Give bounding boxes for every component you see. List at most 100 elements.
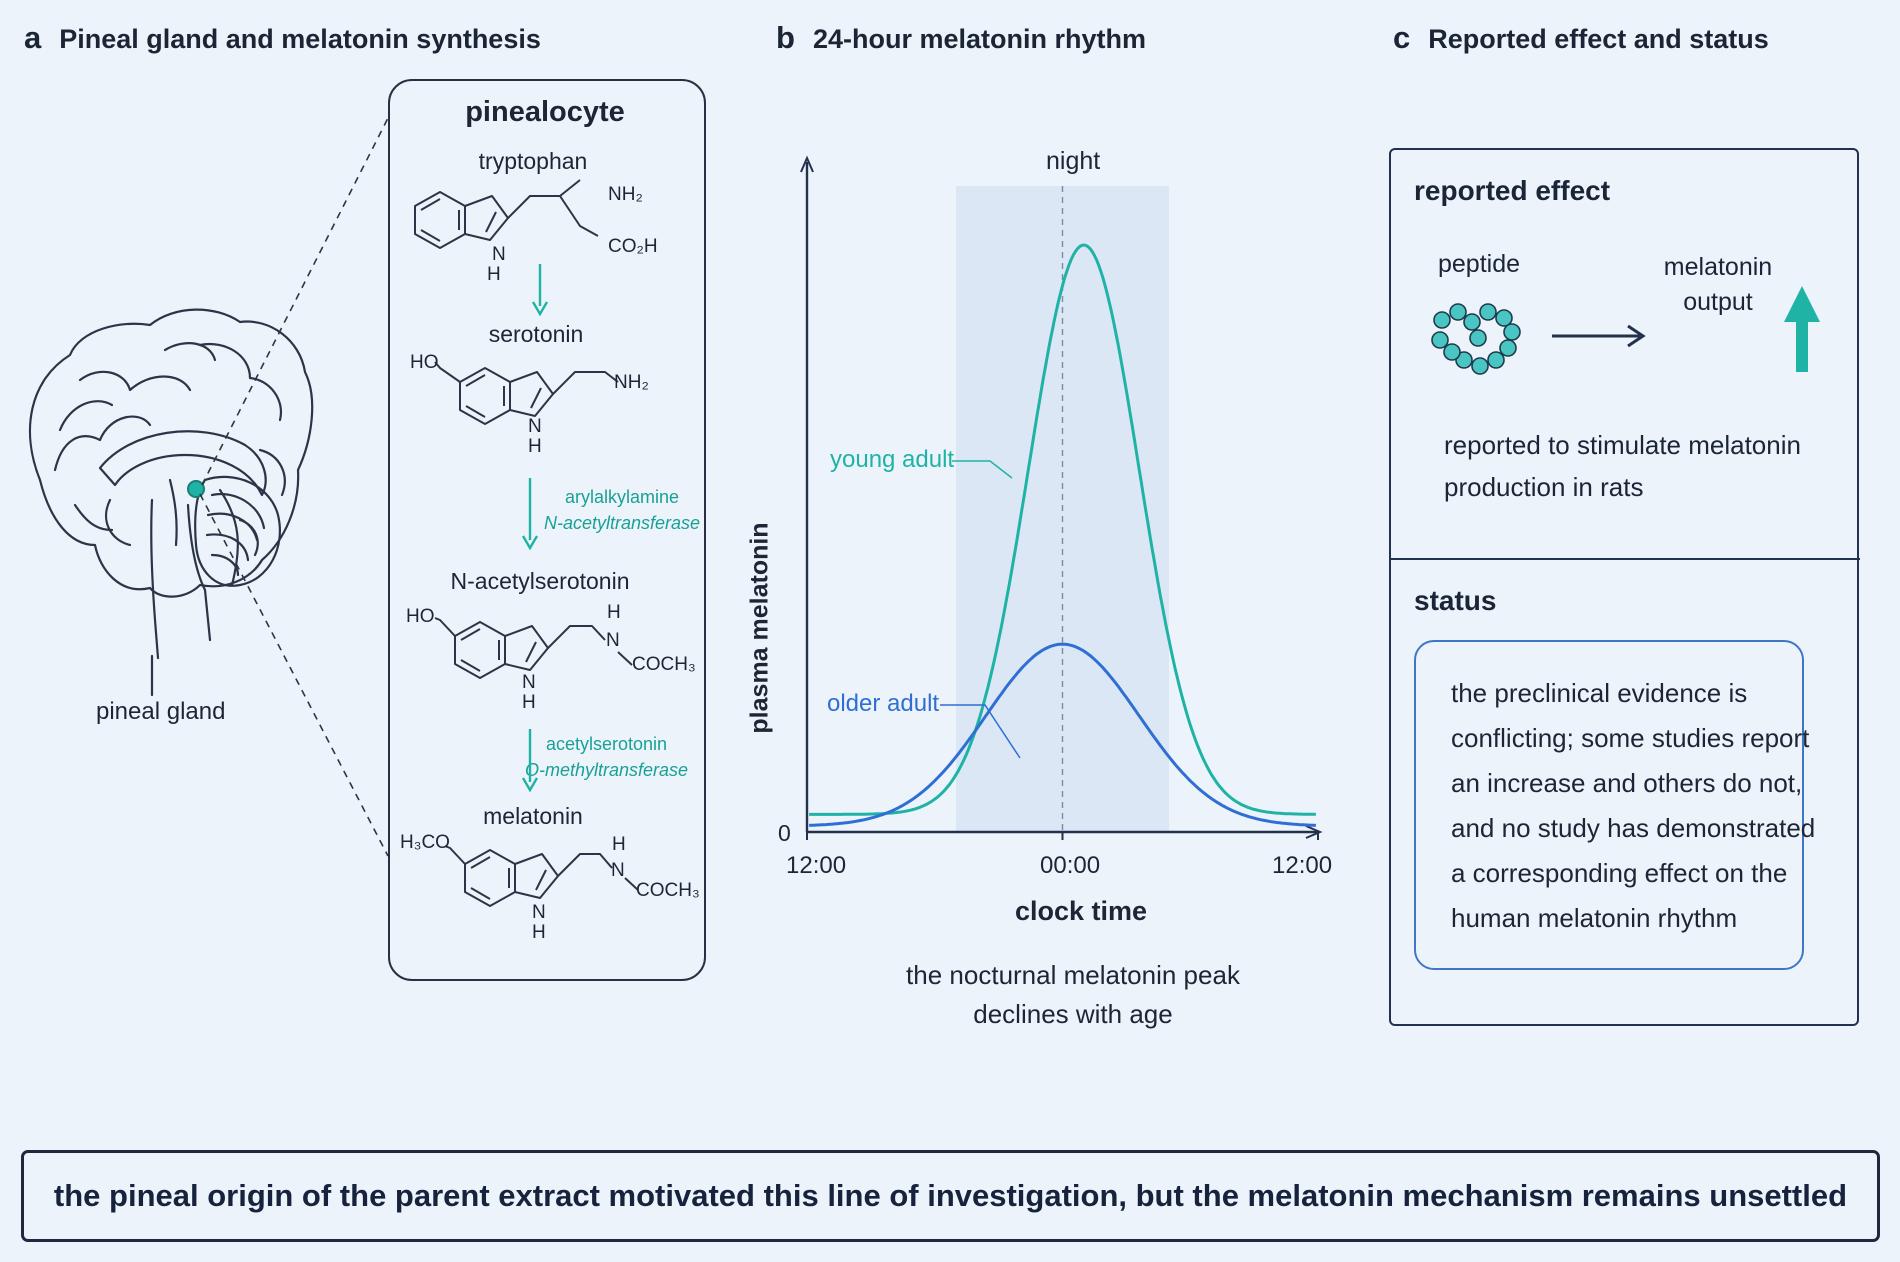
molecule-n-acetylserotonin: N-acetylserotonin [450,568,630,594]
footer-conclusion: the pineal origin of the parent extract … [21,1150,1880,1242]
status-line: conflicting; some studies report [1451,723,1810,753]
y-axis-arrow [800,155,814,173]
mel-coch3: COCH₃ [636,880,700,901]
panel-c-divider [1389,558,1860,560]
x-tick-end: 12:00 [1272,852,1333,879]
peptide-bead [1487,351,1505,369]
status-line: an increase and others do not, [1451,768,1803,798]
pinealocyte-title: pinealocyte [465,96,625,128]
panel-c-box [1389,148,1859,1026]
leader-young-adult [952,460,1013,479]
melatonin-output-line2: output [1683,288,1753,316]
molecule-melatonin: melatonin [483,803,583,829]
pinealocyte-box [388,79,706,981]
right-arrow-icon [1552,324,1646,348]
panel-a-letter: a [24,20,42,55]
status-line: a corresponding effect on the [1451,858,1788,888]
peptide-bead [1443,343,1461,361]
peptide-bead [1455,351,1473,369]
mel-ring-n: N [532,902,546,923]
nas-amide-h: H [607,602,621,623]
status-line: and no study has demonstrated [1451,813,1816,843]
enzyme-asmt: acetylserotonin O-methyltransferase [525,731,688,783]
mel-amide-h: H [612,834,626,855]
zoom-line-bottom [199,493,389,857]
nas-amide-n: N [606,630,620,651]
status-box [1414,640,1804,970]
mel-h3co: H₃CO [400,832,450,853]
up-arrow-icon [1784,286,1820,372]
reported-effect-heading: reported effect [1414,175,1611,206]
panel-a-heading: a Pineal gland and melatonin synthesis [24,20,541,56]
status-line: human melatonin rhythm [1451,903,1738,933]
peptide-bead [1471,357,1489,375]
ser-n: N [528,416,542,437]
legend-young-adult: young adult [830,446,955,473]
status-line: the preclinical evidence is [1451,678,1748,708]
status-heading: status [1414,585,1497,616]
peptide-bead [1479,303,1497,321]
x-tick-mid: 00:00 [1040,852,1101,879]
peptide-bead [1499,339,1517,357]
peptide-bead [1449,303,1467,321]
peptide-icon [1431,303,1521,375]
effect-text-line2: production in rats [1444,472,1644,502]
series-line-young-adult [809,243,1316,816]
trp-co2h: CO₂H [608,236,658,257]
trp-n: N [492,244,506,265]
effect-text-line1: reported to stimulate melatonin [1444,430,1801,460]
panel-b-title: 24-hour melatonin rhythm [812,24,1146,54]
ser-nh2: NH₂ [614,372,649,393]
enzyme-asmt-line2: O-methyltransferase [525,760,689,781]
pineal-gland-label: pineal gland [96,698,226,725]
panel-c-letter: c [1393,20,1411,55]
peptide-bead [1495,309,1513,327]
nas-ho: HO [406,606,435,627]
melatonin-output-line1: melatonin [1663,253,1773,281]
x-axis-arrow [1305,825,1323,839]
molecule-tryptophan: tryptophan [478,148,588,174]
trp-h: H [487,264,501,285]
zoom-line-top [201,117,389,486]
nas-ring-n: N [522,672,536,693]
nas-ring-h: H [522,692,536,713]
enzyme-aanat-line1: arylalkylamine [565,487,680,507]
peptide-bead [1503,323,1521,341]
peptide-bead [1469,329,1487,347]
enzyme-asmt-line1: acetylserotonin [545,734,668,754]
chart-caption-line1: the nocturnal melatonin peak [906,960,1240,990]
x-axis-label: clock time [1015,896,1148,926]
y-tick-0: 0 [778,820,791,846]
panel-a-title: Pineal gland and melatonin synthesis [59,24,541,54]
legend-older-adult: older adult [827,690,940,717]
mel-ring-h: H [532,922,546,943]
panel-b-heading: b 24-hour melatonin rhythm [776,20,1146,56]
effect-text: reported to stimulate melatonin producti… [1444,424,1801,508]
mel-amide-n: N [611,860,625,881]
panel-c-heading: c Reported effect and status [1393,20,1769,56]
chart-caption-line2: declines with age [973,999,1173,1029]
status-text: the preclinical evidence is conflicting;… [1451,671,1815,941]
ser-h: H [528,436,542,457]
leader-older-adult [940,704,1021,759]
melatonin-output-label: melatonin output [1664,250,1772,320]
x-tick-start: 12:00 [786,852,847,879]
peptide-bead [1433,311,1451,329]
panel-c-title: Reported effect and status [1428,24,1769,54]
panel-b-letter: b [776,20,795,55]
pineal-gland-marker [187,480,205,498]
ser-ho: HO [410,352,439,373]
peptide-bead [1463,313,1481,331]
molecule-serotonin: serotonin [488,321,584,347]
trp-nh2: NH₂ [608,184,643,205]
chart-caption: the nocturnal melatonin peak declines wi… [906,960,1240,1030]
enzyme-aanat-line2: N-acetyltransferase [544,513,701,534]
night-label: night [1046,147,1101,175]
series-line-older-adult [809,642,1316,827]
peptide-bead [1431,331,1449,349]
enzyme-aanat: arylalkylamine N-acetyltransferase [544,484,700,536]
